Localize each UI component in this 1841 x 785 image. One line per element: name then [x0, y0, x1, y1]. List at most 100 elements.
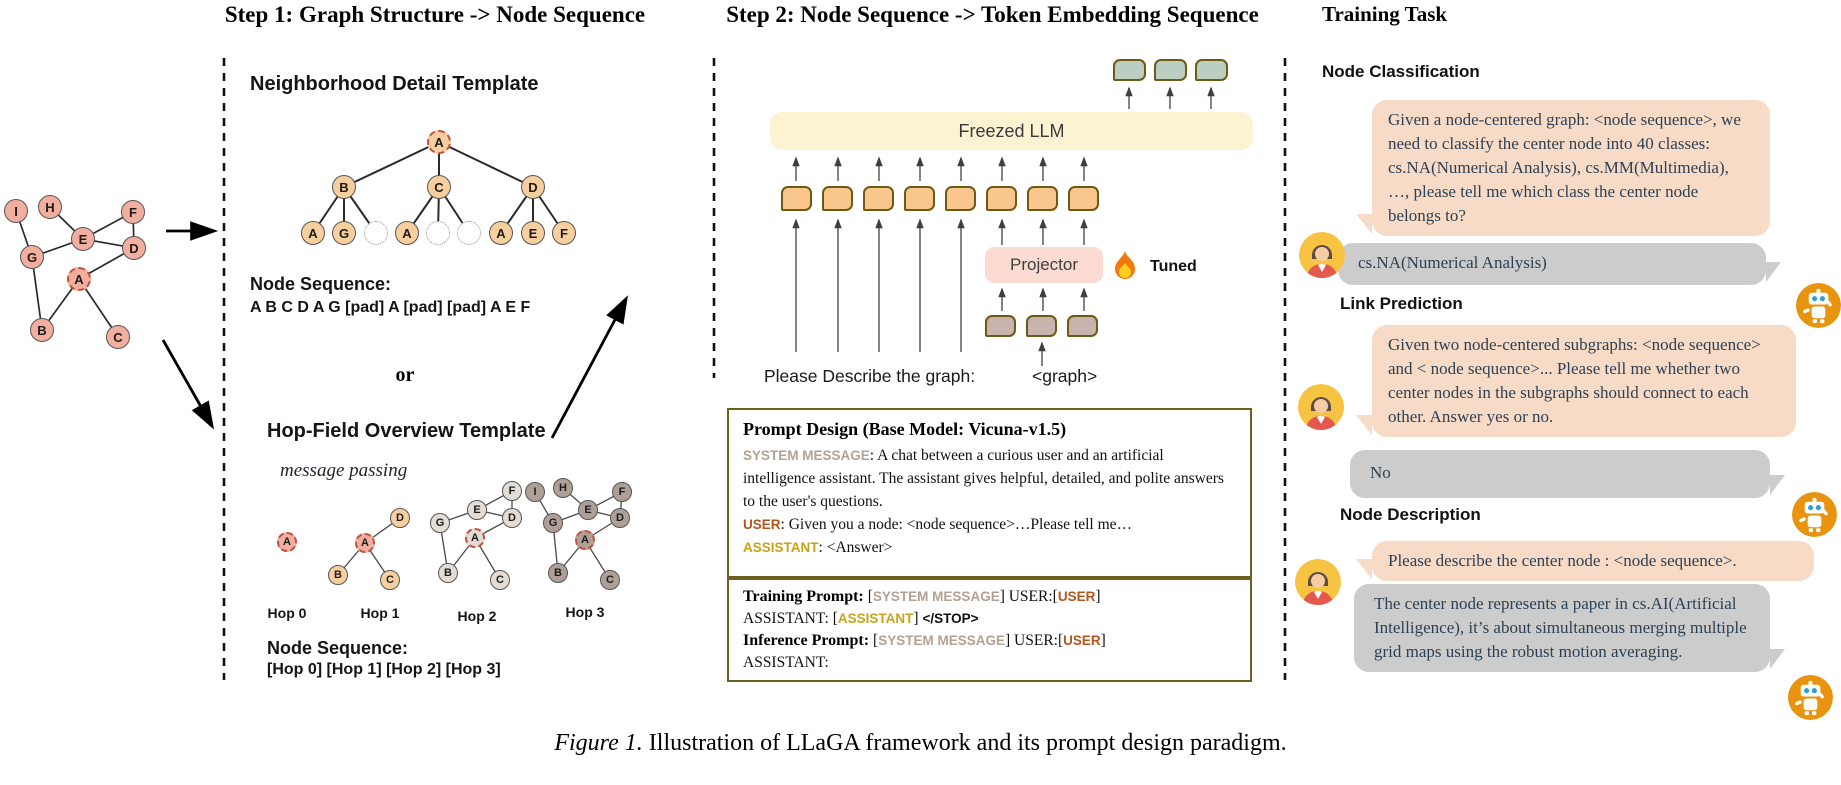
- graph-node-a: A: [395, 221, 419, 245]
- graph-node-f: F: [552, 221, 576, 245]
- freezed-llm-label: Freezed LLM: [958, 120, 1065, 141]
- training-prompt-line: Training Prompt: [SYSTEM MESSAGE] USER:[…: [743, 586, 1236, 608]
- hop2-label: Hop 2: [457, 608, 497, 624]
- graph-node-c: C: [490, 570, 510, 590]
- graph-node-d: D: [521, 175, 545, 199]
- hop3-label: Hop 3: [565, 604, 605, 620]
- graph-node-g: G: [20, 245, 44, 269]
- assistant-bubble-text: cs.NA(Numerical Analysis): [1358, 253, 1547, 272]
- center-node-a: A: [67, 267, 91, 291]
- training-prompt-label: Training Prompt:: [743, 588, 868, 605]
- user-bubble-text: Please describe the center node : <node …: [1388, 551, 1737, 570]
- assistant-text: : <Answer>: [818, 539, 893, 556]
- bubble-tail: [1770, 475, 1785, 495]
- graph-node-c: C: [427, 175, 451, 199]
- training-task-title: Training Task: [1322, 2, 1448, 26]
- bracket: [: [867, 588, 873, 605]
- graph-node-a: A: [301, 221, 325, 245]
- pad-node: [426, 221, 450, 245]
- graph-node-i: I: [4, 199, 28, 223]
- robot-avatar-icon: [1792, 492, 1837, 537]
- graph-node-g: G: [430, 513, 450, 533]
- graph-node-a: A: [489, 221, 513, 245]
- graph-token: [1067, 315, 1098, 337]
- node-sequence-label-2: Node Sequence:: [267, 638, 409, 658]
- projector-box: Projector: [985, 247, 1103, 283]
- user-bubble-node-classification: Given a node-centered graph: <node seque…: [1356, 100, 1770, 236]
- hop1-label: Hop 1: [360, 605, 400, 621]
- projector-label: Projector: [1009, 255, 1079, 274]
- embedding-token: [863, 186, 894, 211]
- assistant-token: ASSISTANT: [837, 611, 914, 626]
- bracket: ]: [1095, 588, 1101, 605]
- node-description-heading: Node Description: [1340, 505, 1481, 524]
- user-bubble-link-prediction: Given two node-centered subgraphs: <node…: [1356, 325, 1796, 437]
- embedding-token: [945, 186, 976, 211]
- assistant-bubble-node-classification: cs.NA(Numerical Analysis): [1338, 243, 1781, 285]
- output-token: [1154, 59, 1187, 81]
- embedding-token: [904, 186, 935, 211]
- assistant-bubble-text: No: [1370, 463, 1391, 482]
- freezed-llm-bar: Freezed LLM: [770, 112, 1253, 150]
- assistant-bubble-link-prediction: No: [1350, 450, 1785, 498]
- center-node-a: A: [575, 530, 595, 550]
- graph-node-b: B: [332, 175, 356, 199]
- output-token: [1195, 59, 1228, 81]
- system-message-label: SYSTEM MESSAGE: [743, 448, 870, 463]
- node-sequence-value-2: [Hop 0] [Hop 1] [Hop 2] [Hop 3]: [267, 661, 501, 678]
- assistant-label: ASSISTANT: [743, 540, 819, 555]
- flame-icon: [1115, 251, 1135, 279]
- assistant-line: ASSISTANT: <Answer>: [743, 536, 1236, 559]
- pad-node: [457, 221, 481, 245]
- bubble-tail: [1356, 214, 1372, 234]
- bracket: ]: [1100, 632, 1106, 649]
- node-sequence-value-1: A B C D A G [pad] A [pad] [pad] A E F: [250, 299, 531, 316]
- output-token: [1113, 59, 1146, 81]
- bubble-tail: [1356, 559, 1372, 579]
- inference-assistant-line: ASSISTANT:: [743, 652, 1236, 674]
- graph-token: [1026, 315, 1057, 337]
- message-passing-label: message passing: [280, 460, 408, 481]
- prompt-design-box: Prompt Design (Base Model: Vicuna-v1.5) …: [727, 408, 1252, 578]
- graph-node-d: D: [122, 236, 146, 260]
- user-label: USER: [743, 517, 781, 532]
- figure-caption: Figure 1. Illustration of LLaGA framewor…: [0, 730, 1841, 757]
- user-avatar-icon: [1298, 384, 1344, 430]
- center-node-a: A: [355, 533, 375, 553]
- graph-node-c: C: [106, 325, 130, 349]
- prompt-design-title: Prompt Design (Base Model: Vicuna-v1.5): [743, 419, 1067, 439]
- bubble-tail: [1766, 262, 1781, 282]
- step2-title: Step 2: Node Sequence -> Token Embedding…: [726, 2, 1259, 27]
- robot-avatar-icon: [1796, 283, 1841, 328]
- user-token: USER: [1057, 589, 1096, 604]
- bracket: ] USER:[: [999, 588, 1058, 605]
- inference-prompt-line: Inference Prompt: [SYSTEM MESSAGE] USER:…: [743, 630, 1236, 652]
- system-message-text: : A chat between a curious user and an a…: [743, 447, 1224, 510]
- step1-title: Step 1: Graph Structure -> Node Sequence: [224, 2, 646, 27]
- graph-node-c: C: [600, 570, 620, 590]
- system-message-paragraph: SYSTEM MESSAGE: A chat between a curious…: [743, 444, 1236, 513]
- graph-node-e: E: [71, 227, 95, 251]
- user-bubble-text: Given two node-centered subgraphs: <node…: [1388, 335, 1761, 426]
- stop-token: </STOP>: [922, 611, 979, 626]
- figure-caption-text: Illustration of LLaGA framework and its …: [642, 730, 1287, 756]
- embedding-token: [781, 186, 812, 211]
- training-assistant-line: ASSISTANT: [ASSISTANT] </STOP>: [743, 608, 1236, 630]
- center-node-a: A: [465, 528, 485, 548]
- link-prediction-heading: Link Prediction: [1340, 294, 1463, 313]
- bracket: ]: [913, 610, 923, 627]
- describe-text: Please Describe the graph:: [764, 366, 976, 386]
- graph-node-h: H: [553, 478, 573, 498]
- graph-node-g: G: [543, 513, 563, 533]
- assistant-prefix: ASSISTANT: [: [743, 610, 838, 627]
- graph-node-h: H: [38, 195, 62, 219]
- bubble-tail: [1356, 415, 1372, 435]
- assistant-bubble-node-description: The center node represents a paper in cs…: [1354, 584, 1785, 672]
- graph-node-e: E: [578, 500, 598, 520]
- inference-prompt-label: Inference Prompt:: [743, 632, 874, 649]
